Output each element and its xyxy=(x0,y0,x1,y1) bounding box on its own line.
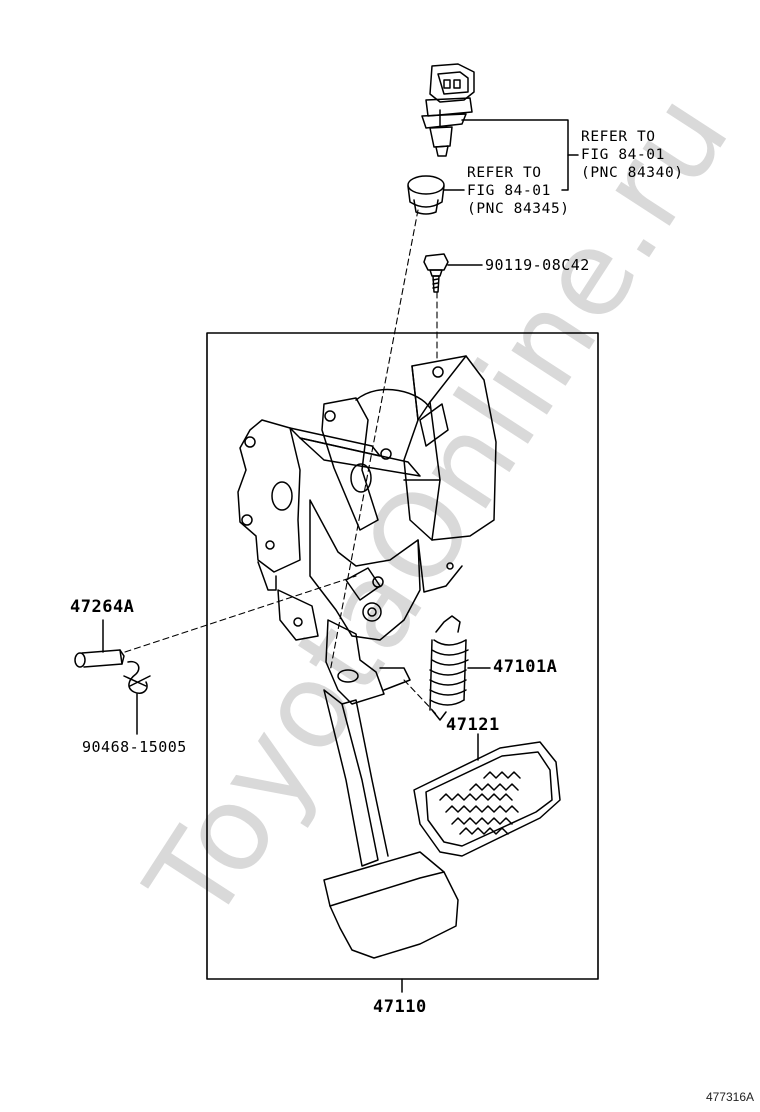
assembly-box xyxy=(206,332,599,980)
label-47101A: 47101A xyxy=(493,657,558,677)
figure-code: 477316A xyxy=(705,1090,754,1104)
clip-90468 xyxy=(123,660,151,694)
refer-note-lower: REFER TO FIG 84-01 (PNC 84345) xyxy=(467,164,570,218)
brake-pedal-arm xyxy=(323,619,459,959)
pedal-bracket xyxy=(237,355,497,641)
stop-lamp-switch xyxy=(421,63,475,157)
label-90468: 90468-15005 xyxy=(82,738,187,756)
refer-upper-line2: FIG 84-01 xyxy=(581,147,665,163)
refer-lower-line3: (PNC 84345) xyxy=(467,201,570,217)
label-47110: 47110 xyxy=(373,997,427,1017)
label-47121: 47121 xyxy=(446,715,500,735)
refer-lower-line1: REFER TO xyxy=(467,165,542,181)
refer-upper-line3: (PNC 84340) xyxy=(581,165,684,181)
refer-lower-line2: FIG 84-01 xyxy=(467,183,551,199)
refer-upper-line1: REFER TO xyxy=(581,129,656,145)
label-90119: 90119-08C42 xyxy=(485,256,590,274)
bolt-90119 xyxy=(423,253,449,293)
return-spring-47101A xyxy=(429,615,469,721)
pedal-pad-47121 xyxy=(413,741,561,857)
pin-47264A xyxy=(74,649,125,668)
label-47264A: 47264A xyxy=(70,597,135,617)
clip-cushion xyxy=(407,175,445,215)
refer-note-upper: REFER TO FIG 84-01 (PNC 84340) xyxy=(581,128,684,182)
